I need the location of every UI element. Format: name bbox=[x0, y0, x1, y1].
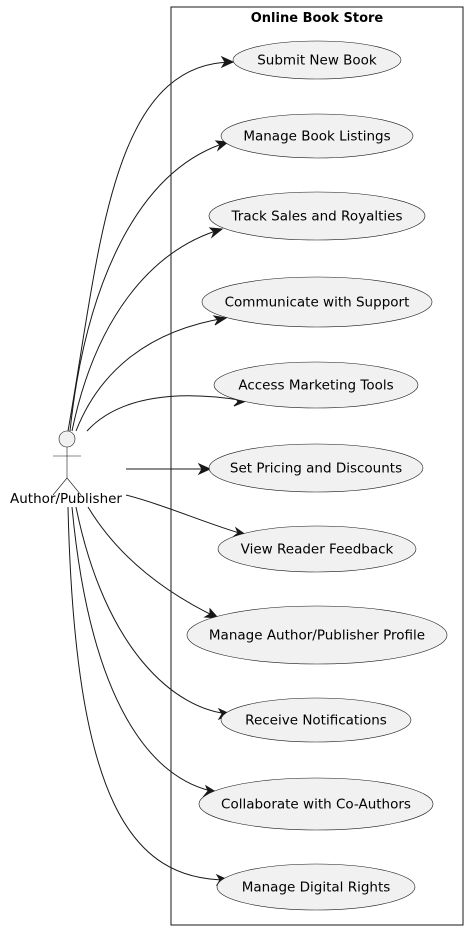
arrow-head bbox=[212, 315, 228, 326]
use-case-communicate-with-support[interactable]: Communicate with Support bbox=[201, 276, 433, 328]
use-case-access-marketing-tools[interactable]: Access Marketing Tools bbox=[213, 361, 419, 409]
use-case-receive-notifications[interactable]: Receive Notifications bbox=[220, 697, 412, 743]
association-submit-new-book bbox=[67, 55, 235, 432]
use-case-label: Receive Notifications bbox=[245, 713, 387, 729]
use-case-ellipse bbox=[216, 863, 416, 911]
arrow-head bbox=[220, 55, 235, 69]
arrow-head bbox=[208, 227, 224, 239]
association-track-sales-and-royalties bbox=[71, 227, 224, 432]
use-case-track-sales-and-royalties[interactable]: Track Sales and Royalties bbox=[208, 191, 426, 241]
use-case-ellipse bbox=[208, 191, 426, 241]
use-case-manage-digital-rights[interactable]: Manage Digital Rights bbox=[216, 863, 416, 911]
use-case-ellipse bbox=[213, 361, 419, 409]
use-case-label: Set Pricing and Discounts bbox=[230, 461, 402, 477]
association-set-pricing-and-discounts bbox=[126, 462, 212, 476]
use-case-label: Access Marketing Tools bbox=[238, 378, 393, 394]
use-cases: Submit New Book Manage Book Listings Tra… bbox=[186, 40, 448, 911]
arrow-head bbox=[203, 607, 220, 619]
use-case-label: Communicate with Support bbox=[225, 295, 410, 311]
use-case-ellipse bbox=[198, 777, 434, 831]
use-case-label: Track Sales and Royalties bbox=[231, 209, 403, 225]
actor-name: Author/Publisher bbox=[10, 491, 122, 507]
use-case-manage-author-publisher-profile[interactable]: Manage Author/Publisher Profile bbox=[186, 605, 448, 665]
use-case-view-reader-feedback[interactable]: View Reader Feedback bbox=[217, 525, 417, 573]
use-case-manage-book-listings[interactable]: Manage Book Listings bbox=[220, 113, 414, 159]
use-case-label: Manage Book Listings bbox=[243, 129, 390, 145]
use-case-label: View Reader Feedback bbox=[241, 542, 394, 558]
use-case-ellipse bbox=[220, 697, 412, 743]
use-case-ellipse bbox=[208, 443, 424, 493]
use-case-label: Collaborate with Co-Authors bbox=[221, 797, 411, 813]
use-case-label: Manage Author/Publisher Profile bbox=[209, 628, 425, 644]
use-case-ellipse bbox=[217, 525, 417, 573]
arrow-head bbox=[197, 462, 212, 476]
use-case-ellipse bbox=[186, 605, 448, 665]
system-title: Online Book Store bbox=[251, 11, 384, 26]
use-case-submit-new-book[interactable]: Submit New Book bbox=[232, 40, 402, 80]
association-communicate-with-support bbox=[75, 315, 228, 432]
use-case-collaborate-with-co-authors[interactable]: Collaborate with Co-Authors bbox=[198, 777, 434, 831]
use-case-label: Manage Digital Rights bbox=[242, 880, 391, 896]
actor-author-publisher[interactable]: Author/Publisher bbox=[10, 430, 122, 507]
use-case-label: Submit New Book bbox=[257, 53, 377, 69]
arrow-head bbox=[214, 140, 230, 152]
use-case-ellipse bbox=[220, 113, 414, 159]
actor-stick-figure-icon bbox=[52, 430, 82, 496]
use-case-ellipse bbox=[232, 40, 402, 80]
association-manage-author-publisher-profile bbox=[87, 506, 220, 619]
use-case-set-pricing-and-discounts[interactable]: Set Pricing and Discounts bbox=[208, 443, 424, 493]
association-manage-book-listings bbox=[69, 140, 230, 432]
use-case-ellipse bbox=[201, 276, 433, 328]
